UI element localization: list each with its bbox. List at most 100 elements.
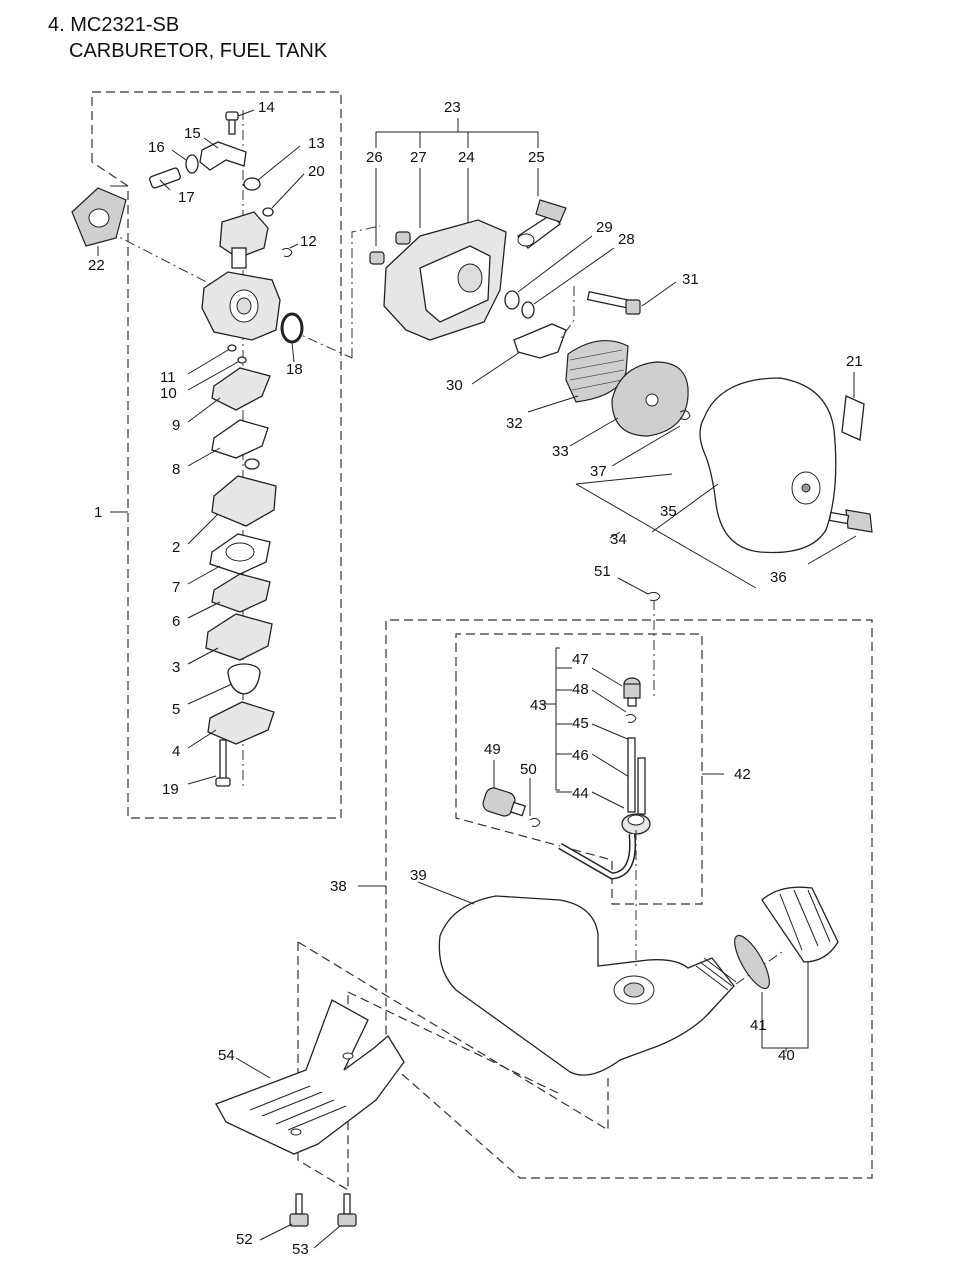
leader-53 [313,1225,341,1249]
callout-27: 27 [410,149,427,166]
leader-37 [611,425,681,467]
carb-intake-axis [289,329,353,359]
fuel-pipe-kit-boundary [455,633,703,905]
model-title: 4. MC2321-SB [48,14,180,36]
washer-16-icon [185,154,199,174]
leader-13 [257,145,301,181]
leader-47 [591,667,623,687]
ring-28-icon [521,301,535,319]
leader-17 [159,179,171,191]
leader-51 [617,577,649,595]
guard-guide-right [297,941,609,1132]
clip-37-icon [679,410,691,421]
adjust-screw-17-icon [149,167,181,189]
clip-12-icon [281,247,293,257]
filter-element-33-icon [611,361,689,437]
callout-14: 14 [258,99,275,116]
callout-24: 24 [458,149,475,166]
leader-28 [533,247,615,305]
clip-50-icon [529,817,541,827]
guard-guide-mid [347,991,561,1095]
leader-35 [651,483,719,533]
callout-33: 33 [552,443,569,460]
callout-13: 13 [308,135,325,152]
collar-26-icon [369,251,385,265]
callout-12: 12 [300,233,317,250]
callout-53: 53 [292,1241,309,1258]
leader-15 [203,137,219,149]
callout-19: 19 [162,781,179,798]
callout-37: 37 [590,463,607,480]
callout-20: 20 [308,163,325,180]
fuel-tank-39-icon [438,895,737,1076]
callout-39: 39 [410,867,427,884]
leader-30 [471,351,521,385]
diaphragm-cover-9-icon [211,367,271,411]
pump-cover-2-icon [211,458,277,527]
callout-36: 36 [770,569,787,586]
bracket-23 [375,131,539,148]
grommet-44-icon [621,813,651,835]
leader-4 [187,729,217,749]
leader-44 [591,791,625,809]
ring-29-icon [504,290,520,310]
cover-4-icon [207,701,275,745]
leader-12 [289,243,299,249]
callout-54: 54 [218,1047,235,1064]
leader-8 [187,447,221,467]
callout-43: 43 [530,697,547,714]
fuel-pipe-46-icon [637,757,646,815]
callout-45: 45 [572,715,589,732]
callout-17: 17 [178,189,195,206]
leader-36 [807,535,857,565]
clip-51-icon [647,591,661,601]
leader-48 [591,689,627,713]
intake-to-cleaner-axis [351,225,381,358]
callout-42: 42 [734,766,751,783]
air-cleaner-case-24-icon [383,219,507,341]
carburetor-body-icon [201,271,281,341]
cap-gasket-41-icon [734,934,770,990]
callout-7: 7 [172,579,180,596]
gasket-8-icon [211,419,269,459]
callout-38: 38 [330,878,347,895]
callout-25: 25 [528,149,545,166]
callout-8: 8 [172,461,180,478]
primer-bulb-5-icon [227,663,261,695]
leader-10 [187,361,239,391]
callout-30: 30 [446,377,463,394]
o-ring-18-icon [280,312,304,344]
callout-18: 18 [286,361,303,378]
knob-36-icon [828,509,873,533]
callout-51: 51 [594,563,611,580]
fuel-pipe-45-icon [627,737,636,813]
choke-lever-25-icon [517,199,567,249]
callout-2: 2 [172,539,180,556]
callout-29: 29 [596,219,613,236]
bolt-53-icon [337,1193,357,1227]
leader-5 [187,683,233,705]
bolt-52-icon [289,1193,309,1227]
callout-23: 23 [444,99,461,116]
callout-10: 10 [160,385,177,402]
leader-34 [609,531,621,539]
pump-body-icon [219,211,269,269]
carburetor-kit-boundary [91,91,342,819]
callout-21: 21 [846,353,863,370]
callout-41: 41 [750,1017,767,1034]
bracket-15-icon [199,141,247,171]
bracket-34b [575,483,757,589]
screw-19-icon [215,739,231,787]
leader-20 [271,173,305,209]
gasket-22-icon [71,187,127,247]
callout-28: 28 [618,231,635,248]
callout-6: 6 [172,613,180,630]
screw-14-icon [225,111,239,135]
leader-6 [187,601,221,619]
filter-mesh-32-icon [565,340,629,403]
callout-22: 22 [88,257,105,274]
leader-39 [417,881,475,905]
leader-54 [235,1057,271,1079]
callout-47: 47 [572,651,589,668]
air-cleaner-cover-35-icon [699,377,837,554]
